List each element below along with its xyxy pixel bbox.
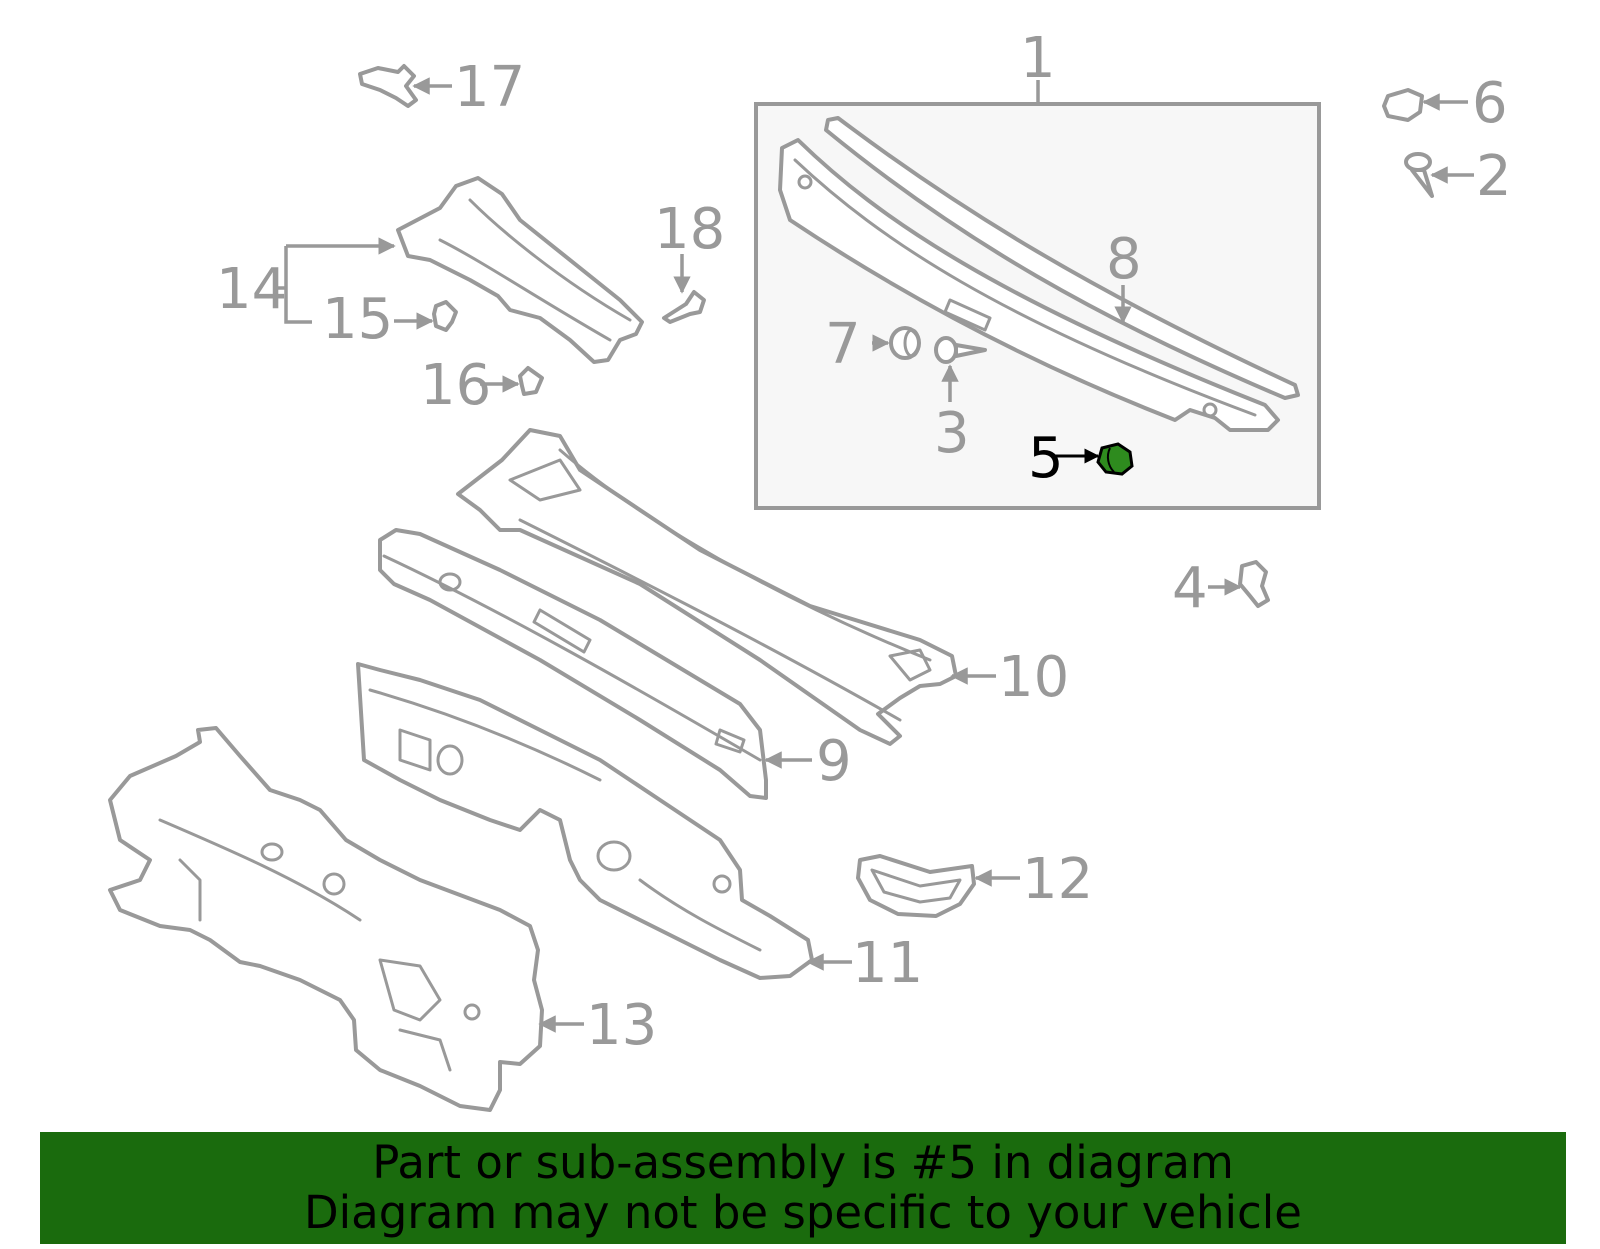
callout-17: 17 <box>454 55 525 120</box>
callout-14-15-bracket: 14 15 <box>216 237 434 352</box>
callout-8: 8 <box>1106 227 1142 292</box>
part-12-pad: 12 <box>856 847 1093 918</box>
callout-4: 4 <box>1172 556 1208 621</box>
part-2-screw: 2 <box>1404 144 1512 209</box>
part-18-pin: 18 <box>654 197 725 324</box>
part-17-clip: 17 <box>358 55 525 120</box>
part-6-clip: 6 <box>1382 71 1508 136</box>
part-14-side-bracket <box>396 176 644 364</box>
part-7-grommet: 7 <box>825 312 921 377</box>
callout-7: 7 <box>825 312 861 377</box>
callout-2: 2 <box>1476 144 1512 209</box>
banner-line-2: Diagram may not be specific to your vehi… <box>304 1186 1302 1239</box>
callout-10: 10 <box>998 645 1069 710</box>
callout-16: 16 <box>420 353 491 418</box>
callout-13: 13 <box>586 993 657 1058</box>
part-5-clip-highlighted: 5 <box>1028 426 1134 491</box>
callout-3: 3 <box>934 401 970 466</box>
info-banner: Part or sub-assembly is #5 in diagram Di… <box>40 1132 1566 1244</box>
callout-1: 1 <box>1020 26 1056 91</box>
part-15-clip <box>432 300 458 332</box>
part-3-screw: 3 <box>934 336 987 466</box>
callout-9: 9 <box>816 729 852 794</box>
callout-14: 14 <box>216 257 287 322</box>
banner-line-1: Part or sub-assembly is #5 in diagram <box>372 1136 1234 1189</box>
part-10-cowl-top: 10 <box>456 428 1069 746</box>
callout-11: 11 <box>852 931 923 996</box>
part-4-clip: 4 <box>1172 556 1270 621</box>
part-8-cowl-panel: 8 <box>778 116 1300 432</box>
part-11-dash-panel: 11 <box>356 662 923 996</box>
part-5-shape <box>1096 442 1134 476</box>
part-16-bolt: 16 <box>420 353 544 418</box>
part-9-dash-cross-panel: 9 <box>378 528 852 800</box>
callout-5: 5 <box>1028 426 1064 491</box>
callout-12: 12 <box>1022 847 1093 912</box>
part-13-insulator: 13 <box>108 726 657 1112</box>
callout-18: 18 <box>654 197 725 262</box>
callout-6: 6 <box>1472 71 1508 136</box>
callout-15: 15 <box>322 287 393 352</box>
